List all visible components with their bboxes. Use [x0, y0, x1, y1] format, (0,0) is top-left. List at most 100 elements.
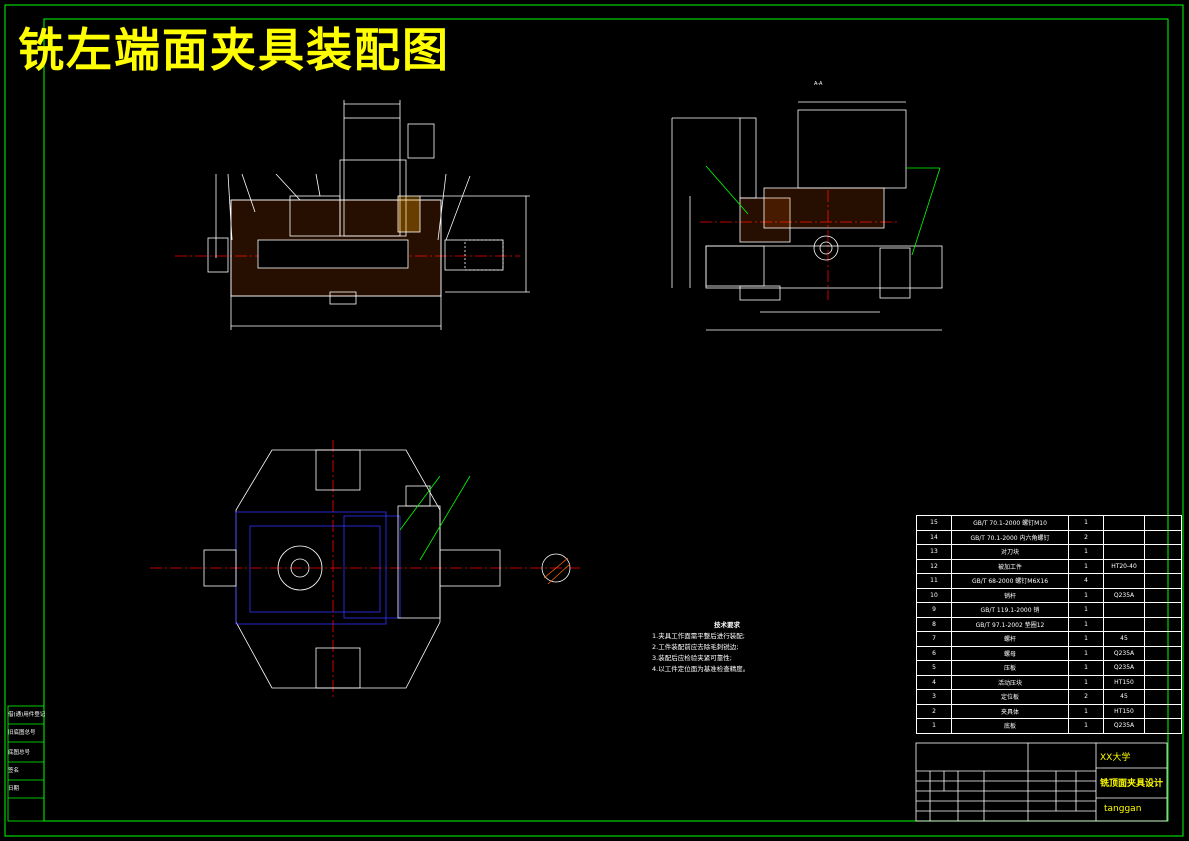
bom-cell-material: Q235A — [1103, 587, 1145, 603]
bom-cell-name: 活动压块 — [951, 674, 1069, 690]
side-label-grid — [7, 705, 45, 822]
bom-cell-qty: 1 — [1068, 631, 1104, 647]
bom-cell-qty: 1 — [1068, 602, 1104, 618]
bom-cell-no: 3 — [916, 689, 952, 705]
bom-cell-qty: 4 — [1068, 573, 1104, 589]
bom-cell-note — [1144, 558, 1182, 574]
bom-cell-material: HT150 — [1103, 674, 1145, 690]
bom-cell-material — [1103, 515, 1145, 531]
bom-cell-no: 5 — [916, 660, 952, 676]
bom-cell-qty: 1 — [1068, 515, 1104, 531]
bom-cell-no: 2 — [916, 703, 952, 719]
school-name: XX大学 — [1100, 753, 1131, 763]
bom-cell-name: GB/T 68-2000 螺钉M6X16 — [951, 573, 1069, 589]
bom-cell-name: 被加工件 — [951, 558, 1069, 574]
tech-note-item: 3.装配后应检验夹紧可靠性; — [652, 654, 732, 662]
author-name: tanggan — [1104, 804, 1142, 814]
front-section-view — [175, 100, 530, 330]
bom-cell-no: 14 — [916, 529, 952, 545]
bom-cell-note — [1144, 631, 1182, 647]
bom-cell-material: Q235A — [1103, 718, 1145, 734]
bom-cell-note — [1144, 587, 1182, 603]
bom-cell-name: 压板 — [951, 660, 1069, 676]
bom-cell-no: 7 — [916, 631, 952, 647]
bom-cell-name: GB/T 70.1-2000 内六角螺钉 — [951, 529, 1069, 545]
bom-cell-qty: 1 — [1068, 544, 1104, 560]
bom-cell-name: 螺母 — [951, 645, 1069, 661]
bom-cell-no: 11 — [916, 573, 952, 589]
bom-cell-material: HT150 — [1103, 703, 1145, 719]
bom-cell-qty: 2 — [1068, 689, 1104, 705]
bom-cell-note — [1144, 703, 1182, 719]
bom-cell-material — [1103, 616, 1145, 632]
bom-cell-note — [1144, 544, 1182, 560]
tech-note-item: 2.工件装配前应去除毛刺锐边; — [652, 643, 739, 651]
side-label: 签名 — [8, 768, 20, 774]
bom-cell-material: 45 — [1103, 631, 1145, 647]
bom-cell-qty: 1 — [1068, 645, 1104, 661]
bom-cell-note — [1144, 602, 1182, 618]
side-label: 借(通)用件登记 — [8, 712, 46, 718]
bom-cell-no: 13 — [916, 544, 952, 560]
bom-cell-name: 定位板 — [951, 689, 1069, 705]
plan-view — [150, 440, 580, 700]
bom-cell-name: 夹具体 — [951, 703, 1069, 719]
bom-cell-name: 螺杆 — [951, 631, 1069, 647]
bom-cell-note — [1144, 689, 1182, 705]
bom-cell-material: 45 — [1103, 689, 1145, 705]
outer-frame — [4, 4, 1184, 837]
bom-cell-name: GB/T 119.1-2000 销 — [951, 602, 1069, 618]
bom-cell-material — [1103, 529, 1145, 545]
bom-cell-no: 1 — [916, 718, 952, 734]
bom-cell-note — [1144, 674, 1182, 690]
section-label: A-A — [814, 81, 823, 87]
bom-cell-material — [1103, 602, 1145, 618]
bom-cell-material: Q235A — [1103, 660, 1145, 676]
bom-cell-material — [1103, 573, 1145, 589]
bom-cell-name: 对刀块 — [951, 544, 1069, 560]
tech-note-item: 1.夹具工作面需平整后进行装配; — [652, 632, 745, 640]
bom-cell-note — [1144, 645, 1182, 661]
bom-cell-note — [1144, 660, 1182, 676]
side-label: 旧底图总号 — [8, 730, 36, 736]
technical-requirements: 技术要求 1.夹具工作面需平整后进行装配; 2.工件装配前应去除毛刺锐边; 3.… — [652, 620, 802, 675]
drawing-name: 铣顶面夹具设计 — [1100, 779, 1164, 789]
bom-cell-no: 6 — [916, 645, 952, 661]
bom-cell-no: 9 — [916, 602, 952, 618]
bom-cell-note — [1144, 529, 1182, 545]
side-label: 日期 — [8, 786, 20, 792]
bom-cell-qty: 2 — [1068, 529, 1104, 545]
bom-cell-name: GB/T 70.1-2000 螺钉M10 — [951, 515, 1069, 531]
bom-cell-no: 15 — [916, 515, 952, 531]
bom-cell-qty: 1 — [1068, 703, 1104, 719]
bom-cell-no: 4 — [916, 674, 952, 690]
bom-cell-no: 8 — [916, 616, 952, 632]
bom-cell-note — [1144, 573, 1182, 589]
tech-notes-heading: 技术要求 — [714, 621, 740, 629]
bom-cell-name: 销杆 — [951, 587, 1069, 603]
bom-cell-no: 12 — [916, 558, 952, 574]
bom-cell-note — [1144, 616, 1182, 632]
tech-note-item: 4.以工件定位面为基准检查精度。 — [652, 665, 750, 673]
bom-cell-material: HT20-40 — [1103, 558, 1145, 574]
bom-cell-material: Q235A — [1103, 645, 1145, 661]
bom-cell-qty: 1 — [1068, 718, 1104, 734]
bom-cell-note — [1144, 515, 1182, 531]
drawing-title: 铣左端面夹具装配图 — [18, 23, 450, 77]
bom-cell-qty: 1 — [1068, 674, 1104, 690]
